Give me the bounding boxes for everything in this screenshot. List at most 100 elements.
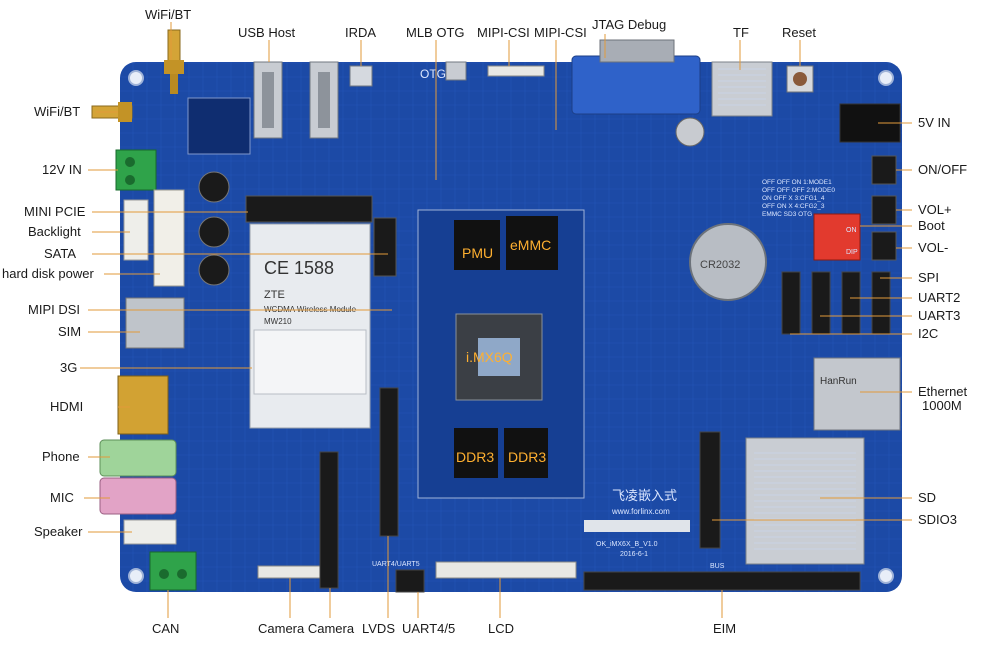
capacitor bbox=[198, 216, 230, 248]
backlight-connector bbox=[123, 199, 149, 261]
uart45-header bbox=[395, 569, 425, 593]
label-speaker: Speaker bbox=[34, 524, 83, 539]
label-camera: Camera Camera bbox=[258, 621, 355, 636]
eim-header bbox=[583, 571, 861, 591]
mount-hole bbox=[878, 70, 894, 86]
i2c-header bbox=[781, 271, 801, 335]
label-3g: 3G bbox=[60, 360, 77, 375]
label-usb-host: USB Host bbox=[238, 25, 295, 40]
camera-connector bbox=[257, 565, 327, 579]
ddr3-chip-a bbox=[454, 428, 498, 478]
cpu-label: i.MX6Q bbox=[466, 349, 513, 365]
callout-labels: WiFi/BT USB Host IRDA MLB OTG MIPI-CSI M… bbox=[2, 7, 968, 636]
cr2032-battery bbox=[689, 223, 767, 301]
label-uart45: UART4/5 bbox=[402, 621, 455, 636]
label-lvds: LVDS bbox=[362, 621, 395, 636]
label-uart2: UART2 bbox=[918, 290, 960, 305]
label-sticker bbox=[584, 520, 690, 532]
label-sim: SIM bbox=[58, 324, 81, 339]
label-ethernet: Ethernet bbox=[918, 384, 968, 399]
label-irda: IRDA bbox=[345, 25, 376, 40]
mini-pcie-slot bbox=[245, 195, 373, 223]
cpu-die bbox=[478, 338, 520, 376]
phone-jack bbox=[99, 439, 177, 477]
label-on-off: ON/OFF bbox=[918, 162, 967, 177]
hdd-power-connector bbox=[153, 189, 185, 287]
dip-on: ON bbox=[846, 227, 857, 234]
svg-text:OFF OFF OFF 2:MODE0: OFF OFF OFF 2:MODE0 bbox=[762, 187, 835, 194]
terminal-screw bbox=[125, 157, 135, 167]
label-mipi-dsi: MIPI DSI bbox=[28, 302, 80, 317]
vol-plus-button bbox=[871, 195, 897, 225]
module-model: MW210 bbox=[264, 317, 292, 326]
label-mipi-csi-2: MIPI-CSI bbox=[534, 25, 587, 40]
on-off-button bbox=[871, 155, 897, 185]
irda-receiver bbox=[349, 65, 373, 87]
label-reset: Reset bbox=[782, 25, 816, 40]
label-boot: Boot bbox=[918, 218, 945, 233]
label-spi: SPI bbox=[918, 270, 939, 285]
mount-hole bbox=[878, 568, 894, 584]
label-wifi-top: WiFi/BT bbox=[145, 7, 191, 22]
sim-slot bbox=[125, 297, 185, 349]
module-brand: ZTE bbox=[264, 289, 285, 301]
label-sdio3: SDIO3 bbox=[918, 512, 957, 527]
label-tf: TF bbox=[733, 25, 749, 40]
usb-host-ports bbox=[253, 61, 339, 139]
battery-label: CR2032 bbox=[700, 259, 740, 271]
label-ethernet-speed: 1000M bbox=[922, 398, 962, 413]
mount-hole bbox=[128, 568, 144, 584]
camera-header bbox=[319, 451, 339, 589]
label-mic: MIC bbox=[50, 490, 74, 505]
board-date: 2016-6-1 bbox=[620, 551, 648, 558]
zte-3g-module: CE 1588 ZTE WCDMA Wireless Module MW210 bbox=[249, 223, 371, 429]
svg-text:EMMC SD3 OTG: EMMC SD3 OTG bbox=[762, 211, 812, 218]
brand-url: www.forlinx.com bbox=[611, 507, 670, 516]
mic-jack bbox=[99, 477, 177, 515]
label-mipi-csi-1: MIPI-CSI bbox=[477, 25, 530, 40]
pmu-chip bbox=[454, 220, 500, 270]
capacitor bbox=[198, 171, 230, 203]
spi-header bbox=[871, 271, 891, 335]
emmc-chip bbox=[506, 216, 558, 270]
svg-text:OFF OFF ON 1:MODE1: OFF OFF ON 1:MODE1 bbox=[762, 179, 832, 186]
terminal-screw bbox=[177, 569, 187, 579]
label-mini-pcie: MINI PCIE bbox=[24, 204, 86, 219]
pmu-label: PMU bbox=[462, 245, 493, 261]
leader-lines bbox=[80, 22, 912, 618]
vol-minus-button bbox=[871, 231, 897, 261]
mipi-csi-connector bbox=[487, 65, 545, 77]
svg-text:OFF ON X 4:CFG2_3: OFF ON X 4:CFG2_3 bbox=[762, 203, 825, 210]
core-som-board: PMU eMMC i.MX6Q DDR3 DDR3 bbox=[417, 209, 585, 499]
power-12v-terminal bbox=[115, 149, 157, 191]
otg-silk: OTG bbox=[420, 67, 446, 81]
label-uart3: UART3 bbox=[918, 308, 960, 323]
label-backlight: Backlight bbox=[28, 224, 81, 239]
module-ce: CE 1588 bbox=[264, 258, 334, 278]
capacitor bbox=[675, 117, 705, 147]
label-i2c: I2C bbox=[918, 326, 938, 341]
label-wifi-left: WiFi/BT bbox=[34, 104, 80, 119]
label-vol-plus: VOL+ bbox=[918, 202, 952, 217]
svg-text:ON OFF X 3:CFG1_4: ON OFF X 3:CFG1_4 bbox=[762, 195, 825, 202]
label-mlb-otg: MLB OTG bbox=[406, 25, 465, 40]
label-vol-minus: VOL- bbox=[918, 240, 948, 255]
ddr3-label-a: DDR3 bbox=[456, 449, 494, 465]
label-lcd: LCD bbox=[488, 621, 514, 636]
uart3-header bbox=[811, 271, 831, 335]
uart2-header bbox=[841, 271, 861, 335]
label-eim: EIM bbox=[713, 621, 736, 636]
label-12v-in: 12V IN bbox=[42, 162, 82, 177]
bus-silk: BUS bbox=[710, 563, 725, 570]
terminal-screw bbox=[125, 175, 135, 185]
boot-dip-switch bbox=[813, 213, 861, 261]
tf-slot-fill bbox=[718, 68, 766, 110]
label-jtag: JTAG Debug bbox=[592, 17, 666, 32]
hdmi-port bbox=[117, 375, 169, 435]
otg-port bbox=[445, 61, 467, 81]
label-phone: Phone bbox=[42, 449, 80, 464]
label-hdd-power: hard disk power bbox=[2, 266, 94, 281]
lvds-header bbox=[379, 387, 399, 537]
